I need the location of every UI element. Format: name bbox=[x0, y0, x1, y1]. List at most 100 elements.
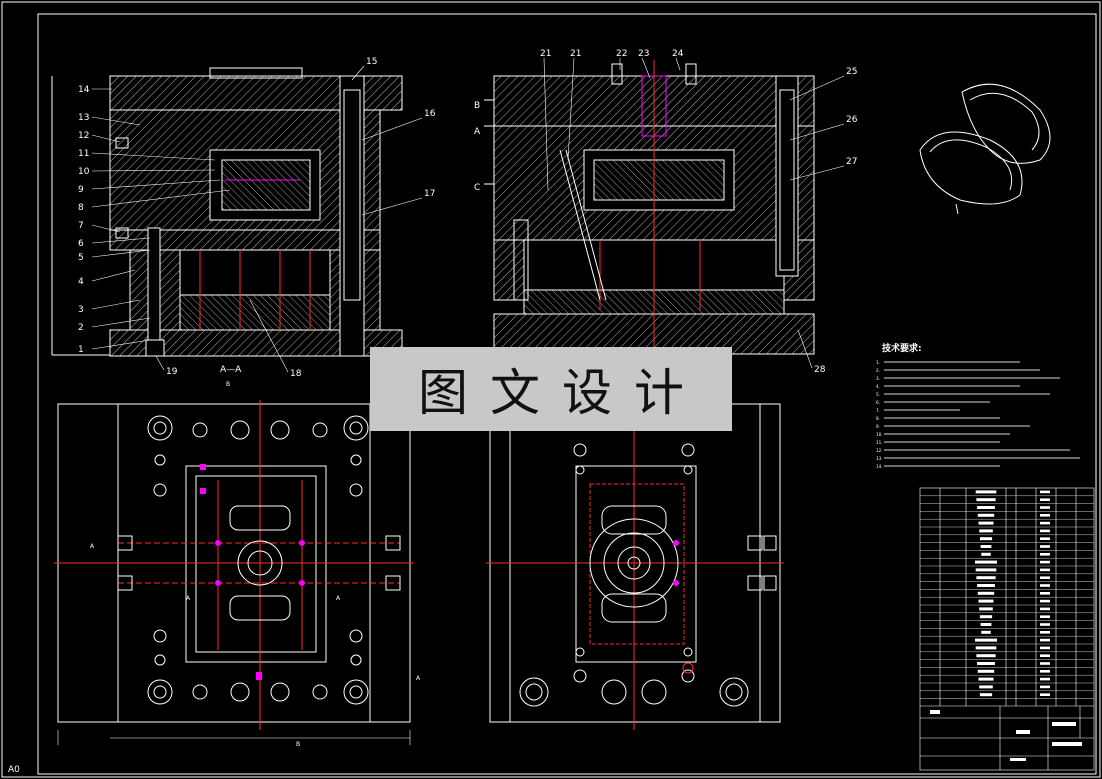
bom-cell-text-mark bbox=[977, 584, 995, 587]
bom-cell-text-mark bbox=[1040, 685, 1050, 689]
bom-cell-text-mark bbox=[977, 662, 995, 665]
marker-b-plan-bottom: B bbox=[296, 741, 300, 748]
callout-6: 6 bbox=[78, 239, 84, 249]
bom-cell-text-mark bbox=[980, 623, 992, 626]
title-block bbox=[920, 705, 1094, 770]
tech-line-11: 11. bbox=[876, 440, 883, 445]
callout-21b: 21 bbox=[570, 49, 581, 59]
callout-2: 2 bbox=[78, 323, 84, 333]
plan-view-left: B B A A A A bbox=[54, 381, 421, 748]
callout-24: 24 bbox=[672, 49, 684, 59]
callout-8: 8 bbox=[78, 203, 84, 213]
callout-27: 27 bbox=[846, 157, 857, 167]
bom-cell-text-mark bbox=[1040, 592, 1050, 595]
callout-5: 5 bbox=[78, 253, 84, 263]
callout-1: 1 bbox=[78, 345, 84, 355]
bom-cell-text-mark bbox=[1040, 638, 1050, 642]
section-view-left bbox=[51, 67, 403, 357]
tech-line-8: 8. bbox=[876, 416, 880, 421]
watermark-text: 图文设计 bbox=[418, 364, 706, 422]
bom-cell-text-mark bbox=[975, 560, 997, 564]
bom-cell-text-mark bbox=[1040, 521, 1050, 525]
tech-line-7: 7. bbox=[876, 408, 880, 413]
tech-line-1: 1. bbox=[876, 360, 880, 365]
callout-14: 14 bbox=[78, 85, 90, 95]
marker-a-top: A bbox=[474, 127, 481, 137]
marker-a-plan-right: A bbox=[416, 675, 421, 682]
callout-10: 10 bbox=[78, 167, 90, 177]
bom-cell-text-mark bbox=[1040, 615, 1050, 618]
callout-17: 17 bbox=[424, 189, 435, 199]
tech-line-9: 9. bbox=[876, 424, 880, 429]
bom-cell-text-mark bbox=[975, 646, 997, 650]
callout-9: 9 bbox=[78, 185, 84, 195]
bom-cell-text-mark bbox=[977, 506, 995, 509]
bom-cell-text-mark bbox=[1040, 514, 1050, 517]
bom-cell-text-mark bbox=[975, 490, 997, 494]
callout-18: 18 bbox=[290, 369, 302, 379]
section-label: A—A bbox=[220, 365, 242, 375]
isometric-part-view bbox=[919, 83, 1051, 215]
marker-c-top: C bbox=[474, 183, 480, 193]
bom-cell-text-mark bbox=[979, 529, 993, 533]
bill-of-materials bbox=[919, 487, 1095, 771]
callout-16: 16 bbox=[424, 109, 436, 119]
marker-a-plan-inner-left: A bbox=[186, 595, 191, 602]
bom-cell-text-mark bbox=[1040, 631, 1050, 634]
bom-rows bbox=[920, 490, 1094, 699]
bom-cell-text-mark bbox=[1040, 537, 1050, 540]
tech-line-14: 14. bbox=[876, 464, 883, 469]
bom-cell-text-mark bbox=[979, 693, 993, 697]
callout-26: 26 bbox=[846, 115, 858, 125]
callout-23: 23 bbox=[638, 49, 649, 59]
bom-cell-text-mark bbox=[977, 513, 995, 517]
bom-cell-text-mark bbox=[1040, 646, 1050, 650]
tech-line-3: 3. bbox=[876, 376, 880, 381]
bom-cell-text-mark bbox=[1040, 623, 1050, 626]
callouts-right: 21 21 22 23 24 25 26 27 28 B A C bbox=[474, 49, 858, 375]
tech-line-10: 10. bbox=[876, 432, 883, 437]
marker-a-plan-left: A bbox=[90, 543, 95, 550]
bom-cell-text-mark bbox=[1040, 506, 1050, 509]
bom-cell-text-mark bbox=[1040, 654, 1050, 657]
bom-cell-text-mark bbox=[1040, 670, 1050, 673]
bom-cell-text-mark bbox=[980, 545, 992, 548]
bom-cell-text-mark bbox=[979, 607, 993, 611]
bom-cell-text-mark bbox=[976, 576, 996, 580]
bom-cell-text-mark bbox=[981, 630, 991, 634]
bom-cell-text-mark bbox=[1040, 662, 1050, 665]
bom-cell-text-mark bbox=[1040, 568, 1050, 572]
bom-cell-text-mark bbox=[981, 552, 991, 556]
bom-cell-text-mark bbox=[976, 498, 996, 502]
bom-cell-text-mark bbox=[1040, 599, 1050, 603]
bom-cell-text-mark bbox=[1040, 498, 1050, 501]
bom-cell-text-mark bbox=[1040, 677, 1050, 681]
bom-cell-text-mark bbox=[1040, 693, 1050, 696]
tech-line-6: 6. bbox=[876, 400, 880, 405]
bom-cell-text-mark bbox=[1040, 560, 1050, 564]
bom-cell-text-mark bbox=[975, 568, 997, 572]
callout-11: 11 bbox=[78, 149, 89, 159]
bom-cell-text-mark bbox=[978, 599, 994, 603]
bom-cell-text-mark bbox=[1040, 529, 1050, 533]
marker-a-plan-inner-right: A bbox=[336, 595, 341, 602]
plan-view-right bbox=[486, 400, 784, 730]
callout-3: 3 bbox=[78, 305, 84, 315]
callout-28: 28 bbox=[814, 365, 826, 375]
callout-25: 25 bbox=[846, 67, 857, 77]
callout-7: 7 bbox=[78, 221, 84, 231]
bom-cell-text-mark bbox=[1040, 607, 1050, 611]
tech-title: 技术要求: bbox=[882, 342, 922, 354]
bom-cell-text-mark bbox=[1040, 553, 1050, 556]
sheet-inner-border bbox=[37, 13, 1097, 775]
bom-cell-text-mark bbox=[1040, 490, 1050, 494]
callout-22: 22 bbox=[616, 49, 627, 59]
bom-cell-text-mark bbox=[978, 677, 994, 681]
callout-15: 15 bbox=[366, 57, 377, 67]
callout-19: 19 bbox=[166, 367, 178, 377]
callout-21a: 21 bbox=[540, 49, 551, 59]
bom-cell-text-mark bbox=[979, 537, 993, 541]
bom-cell-text-mark bbox=[979, 615, 993, 619]
